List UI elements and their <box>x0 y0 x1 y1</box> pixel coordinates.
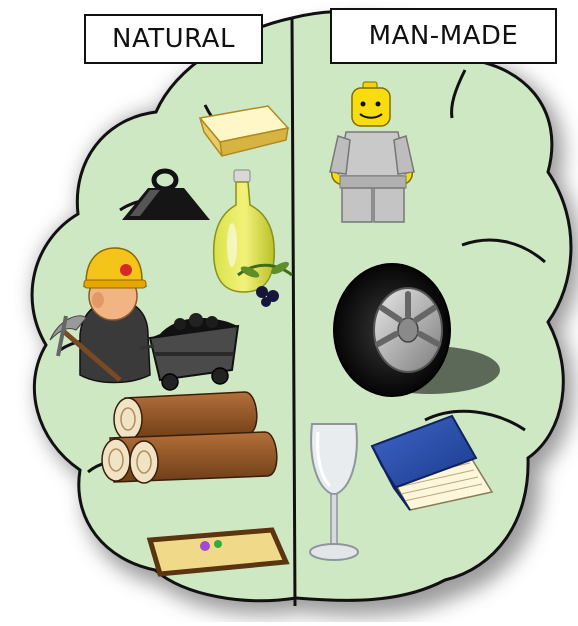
miner-icon <box>49 247 151 384</box>
sandbox-icon <box>146 527 290 577</box>
man-made-label: MAN-MADE <box>330 8 557 64</box>
olive-oil-icon <box>212 169 293 307</box>
natural-label: NATURAL <box>84 14 263 64</box>
lego-figure-icon <box>329 81 415 223</box>
book-icon <box>370 414 494 511</box>
coal-cart-icon <box>139 313 240 391</box>
center-divider <box>290 17 297 607</box>
logs-icon <box>101 391 278 484</box>
weight-icon <box>122 168 210 220</box>
tire-icon <box>333 263 500 397</box>
wine-glass-icon <box>309 423 359 561</box>
gold-bar-icon <box>198 105 290 157</box>
